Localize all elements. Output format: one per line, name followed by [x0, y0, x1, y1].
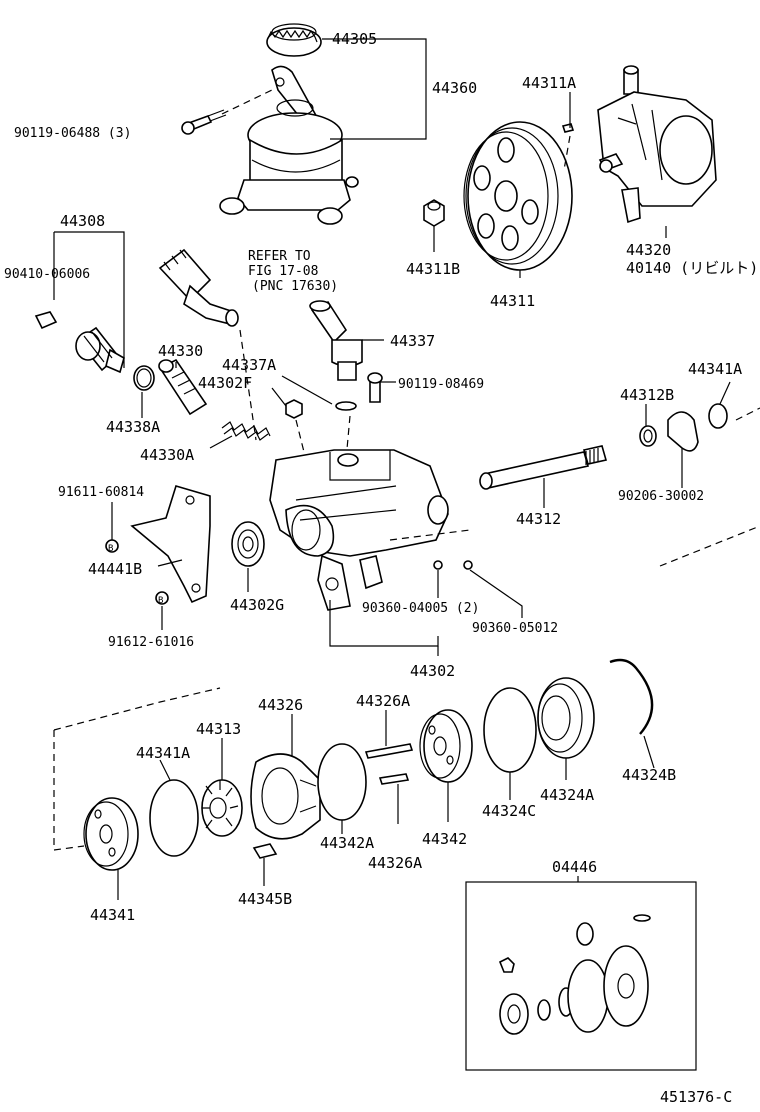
label-44337: 44337	[390, 332, 435, 350]
label-44302F: 44302F	[198, 374, 252, 392]
o-ring-44324C	[483, 687, 537, 773]
union-44337	[309, 300, 363, 381]
pin-44326A-lower	[378, 773, 410, 785]
label-90206-30002: 90206-30002	[618, 489, 704, 504]
kit-04446-contents	[498, 914, 651, 1035]
bolt-marker-upper-letter: B	[108, 544, 113, 554]
refer-note-line-3: (PNC 17630)	[252, 279, 338, 294]
label-44441B: 44441B	[88, 560, 142, 578]
label-04446: 04446	[552, 858, 597, 876]
refer-note-line-2: FIG 17-08	[248, 264, 318, 279]
diagram-code: 451376-C	[660, 1088, 732, 1106]
label-44311B: 44311B	[406, 260, 460, 278]
label-44326A-top: 44326A	[356, 692, 410, 710]
bracket-44441B	[130, 485, 211, 604]
bolt-marker-lower	[155, 591, 169, 605]
label-44360: 44360	[432, 79, 477, 97]
label-44302G: 44302G	[230, 596, 284, 614]
label-44338A: 44338A	[106, 418, 160, 436]
label-44337A: 44337A	[222, 356, 276, 374]
fitting-44308	[75, 326, 125, 374]
label-91611-60814: 91611-60814	[58, 485, 144, 500]
label-44330A: 44330A	[140, 446, 194, 464]
o-ring-44337A	[335, 401, 357, 411]
label-44341: 44341	[90, 906, 135, 924]
label-44342: 44342	[422, 830, 467, 848]
cap-90410-06006	[34, 311, 58, 330]
label-44326: 44326	[258, 696, 303, 714]
pin-44326A-upper	[364, 743, 414, 759]
cam-ring-44326	[250, 753, 321, 840]
label-44324A: 44324A	[540, 786, 594, 804]
nut-44302F	[285, 399, 303, 419]
snap-ring-44312B	[639, 425, 657, 447]
reservoir-cap	[266, 23, 322, 57]
label-90119-08469: 90119-08469	[398, 377, 484, 392]
snap-ring-44324B	[609, 658, 654, 735]
kit-04446-box	[465, 881, 697, 1071]
valve-44330	[158, 358, 208, 416]
label-44345B: 44345B	[238, 890, 292, 908]
refer-note-line-1: REFER TO	[248, 249, 311, 264]
label-44312: 44312	[516, 510, 561, 528]
label-44311A: 44311A	[522, 74, 576, 92]
spring-44330A	[221, 421, 271, 441]
seal-90206-30002	[667, 411, 699, 452]
label-90119-06488: 90119-06488 (3)	[14, 126, 131, 141]
reservoir-tank	[219, 65, 359, 225]
label-44305: 44305	[332, 30, 377, 48]
label-44311: 44311	[490, 292, 535, 310]
leader-lines	[53, 38, 731, 900]
bolt-90119-08469	[367, 372, 383, 403]
ball-90360-05012	[463, 560, 473, 570]
pump-assembly	[597, 65, 717, 224]
label-44302: 44302	[410, 662, 455, 680]
label-44308: 44308	[60, 212, 105, 230]
label-44324B: 44324B	[622, 766, 676, 784]
label-90410-06006: 90410-06006	[4, 267, 90, 282]
o-ring-44342A	[317, 743, 367, 821]
ball-90360-04005	[433, 560, 443, 570]
label-44341A: 44341A	[136, 744, 190, 762]
vane-44345B	[252, 843, 278, 859]
label-40140: 40140 (リビルト)	[626, 259, 758, 277]
bearing-44302G	[231, 521, 265, 567]
shaft-44312	[479, 445, 608, 490]
bolt-90119-06488	[181, 109, 227, 135]
o-ring-44341A	[149, 779, 199, 857]
label-91612-61016: 91612-61016	[108, 635, 194, 650]
label-44330: 44330	[158, 342, 203, 360]
side-plate-44341	[83, 797, 139, 871]
pump-housing	[269, 449, 449, 611]
key-44311A	[561, 123, 575, 133]
label-44320: 44320	[626, 241, 671, 259]
pressure-switch	[158, 248, 239, 327]
pressure-plate-44342	[419, 709, 473, 783]
label-90360-04005: 90360-04005 (2)	[362, 601, 479, 616]
nut-44311B	[423, 199, 445, 227]
label-44312B: 44312B	[620, 386, 674, 404]
bolt-marker-lower-letter: B	[158, 596, 163, 606]
label-44326A-bottom: 44326A	[368, 854, 422, 872]
label-44342A: 44342A	[320, 834, 374, 852]
label-90360-05012: 90360-05012	[472, 621, 558, 636]
label-44324C: 44324C	[482, 802, 536, 820]
rotor-44313	[201, 779, 243, 837]
pulley	[463, 121, 573, 271]
label-44341A-top: 44341A	[688, 360, 742, 378]
o-ring-44341A-top	[708, 403, 728, 429]
label-44313: 44313	[196, 720, 241, 738]
end-cover-44324A	[537, 677, 595, 759]
